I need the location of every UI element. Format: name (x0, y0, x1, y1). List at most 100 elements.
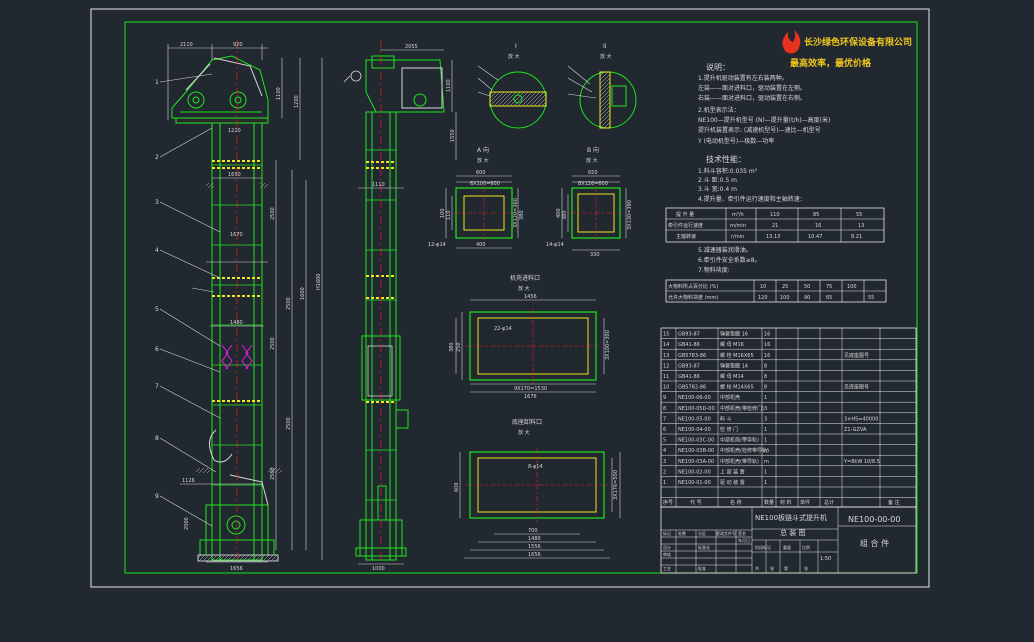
tech2-cell-1-5: 55 (868, 295, 874, 301)
notes-block: 说明： 1.提升机驱动装置有左右装两种。 左装——面对进料口，驱动装置在左侧。 … (697, 62, 830, 145)
callout-6: 6 (155, 346, 159, 353)
tech-cell-0-3: 85 (813, 212, 819, 218)
bom-header-cell: 单件 (800, 499, 810, 506)
tech2-cell-1-3: 90 (804, 295, 810, 301)
tech-cell-2-3: 10.47 (808, 234, 822, 240)
dim-front-5: 1650 (228, 172, 241, 178)
tb-label-13: 比例 (802, 544, 810, 550)
bom-header-cell: 数量 (764, 499, 774, 506)
title-block: NE100板链斗式提升机 总 装 图 NE100-00-00 组 合 件 1:5… (660, 506, 917, 574)
tb-label-10: 批准 (698, 565, 706, 571)
bom-cell: GB5783-86 (678, 353, 706, 359)
bom-cell: 10 (663, 385, 669, 391)
dim-view-b-5: 14-φ14 (546, 242, 564, 248)
tech-line2-1: 6.牵引件安全系数≥8。 (698, 256, 761, 264)
tech-table-2: 大物料所占百分比 (%) 10 25 50 75 100 允许大物料块度 (mm… (665, 279, 887, 303)
dim-front-15: 2500 (270, 467, 276, 480)
tech-title: 技术性能： (706, 154, 746, 164)
callout-leaders (159, 73, 221, 527)
bom-header-cell: 材 料 (780, 499, 792, 506)
notes-line-4: NE100—提升机型号 (N)—提升量(t/h)—高度(米) (698, 116, 830, 124)
company-logo: 长沙绿色环保设备有限公司 最高效率，最优价格 (782, 30, 912, 69)
bom-cell: 3 (764, 406, 767, 412)
bom-cell: 中部机壳(带导轨) (720, 437, 759, 444)
dim-front-0: 2110 (180, 42, 193, 48)
dim-front-4: 1220 (228, 128, 241, 134)
bom-cell: 16 (764, 353, 770, 359)
notes-line-2: 右装——面对进料口，驱动装置在右侧。 (698, 94, 806, 102)
flame-icon (782, 30, 801, 54)
view-b-label: B 向 (587, 146, 599, 154)
bom-cell: 7 (663, 416, 666, 422)
notes-line-0: 1.提升机驱动装置有左右装两种。 (698, 74, 788, 82)
bom-cell: GB93-87 (678, 332, 700, 338)
bom-header-cell: 总计 (824, 499, 834, 506)
outlet-title: 底座卸料口 (512, 418, 542, 426)
dim-side-3: 1110 (372, 182, 385, 188)
tech-cell-0-1: m³/h (732, 212, 744, 218)
bom-cell: 中部机壳(带导轨) (720, 458, 759, 465)
dim-front-11: 2500 (270, 207, 276, 220)
front-view (171, 55, 282, 562)
tech-cell-1-4: 13 (858, 223, 864, 229)
tb-label-12: 重量 (783, 544, 791, 550)
dim-view-b-4: 3X130=390 (627, 200, 633, 230)
outer-border (90, 8, 930, 588)
front-buckets (221, 344, 253, 370)
drawing-type: 总 装 图 (780, 528, 805, 537)
notes-line-1: 左装——面对进料口，驱动装置在左侧。 (698, 84, 806, 92)
dim-outlet-6: 8-φ14 (528, 464, 543, 470)
dim-view-b-6: 330 (590, 252, 600, 258)
dim-front-13: 2500 (270, 337, 276, 350)
tech2-cell-0-2: 25 (782, 284, 788, 290)
dim-inlet-2: 1676 (524, 394, 537, 400)
bom-header-cell: 代 号 (690, 499, 702, 506)
bom-header-cell: 备 注 (888, 499, 900, 506)
tech2-cell-1-1: 120 (758, 295, 768, 301)
callout-2: 2 (155, 154, 159, 161)
bom-cell: NE100-05-00 (678, 416, 711, 422)
dim-outlet-3: 1656 (528, 552, 541, 558)
dim-front-7: 1480 (230, 320, 243, 326)
dim-view-a-5: 380 (519, 210, 525, 220)
bom-cell: 螺 母 M16 (720, 341, 744, 348)
tech-line-0: 1.料斗容积:0.035 m³ (698, 167, 758, 175)
bom-cell: 3×HS=40000 (844, 416, 878, 422)
dim-view-a-4: 110 (446, 210, 452, 220)
dim-front-16: 2000 (184, 517, 190, 530)
dim-inlet-5: 3X100=300 (605, 330, 611, 360)
detail-i-scale: 放 大 (508, 53, 520, 60)
bom-cell: NE100-04-00 (678, 427, 711, 433)
bom-cell: 6 (663, 427, 666, 433)
dim-outlet-1: 1480 (528, 536, 541, 542)
bom-cell: 3 (764, 416, 767, 422)
tech-cell-1-3: 16 (815, 223, 821, 229)
bom-cell: Z1-GZVA (844, 427, 867, 433)
bom-cell: 16 (764, 332, 770, 338)
dim-front-3: 1200 (294, 95, 300, 108)
dim-view-a-2: 400 (476, 242, 486, 248)
dim-view-a-0: 600 (476, 170, 486, 176)
bom-cell: 9 (663, 395, 666, 401)
bom-cell: 螺 栓 M16X65 (720, 352, 754, 359)
drawing-name: NE100板链斗式提升机 (755, 513, 827, 522)
bom-cell: 螺 栓 M14X65 (720, 384, 754, 391)
dim-side-0: 2055 (405, 44, 418, 50)
tech-line-1: 2.斗 距:0.5 m (698, 177, 737, 184)
dim-front-8: 1126 (182, 478, 195, 484)
bom-cell: 中部机壳 (720, 394, 740, 401)
inlet-view: 机壳进料口 放 大 1456 9X170=1530 1676 380 250 3… (449, 274, 611, 400)
tech2-cell-0-3: 50 (804, 284, 810, 290)
dim-front-6: 1670 (230, 232, 243, 238)
callout-5: 5 (155, 306, 159, 313)
inlet-scale: 放 大 (518, 285, 530, 292)
front-dim-labels: 2110 920 1100 1200 1220 1650 1670 1480 1… (180, 42, 322, 572)
bom-cell: NE100-06-00 (678, 395, 711, 401)
bom-cell: 1 (764, 480, 767, 486)
bom-cell: 中部机壳(检修带导轨) (720, 447, 769, 454)
dim-side-2: 1550 (450, 129, 456, 142)
bom-cell: GB5782-86 (678, 385, 706, 391)
tech-cell-2-2: 13.13 (766, 234, 780, 240)
